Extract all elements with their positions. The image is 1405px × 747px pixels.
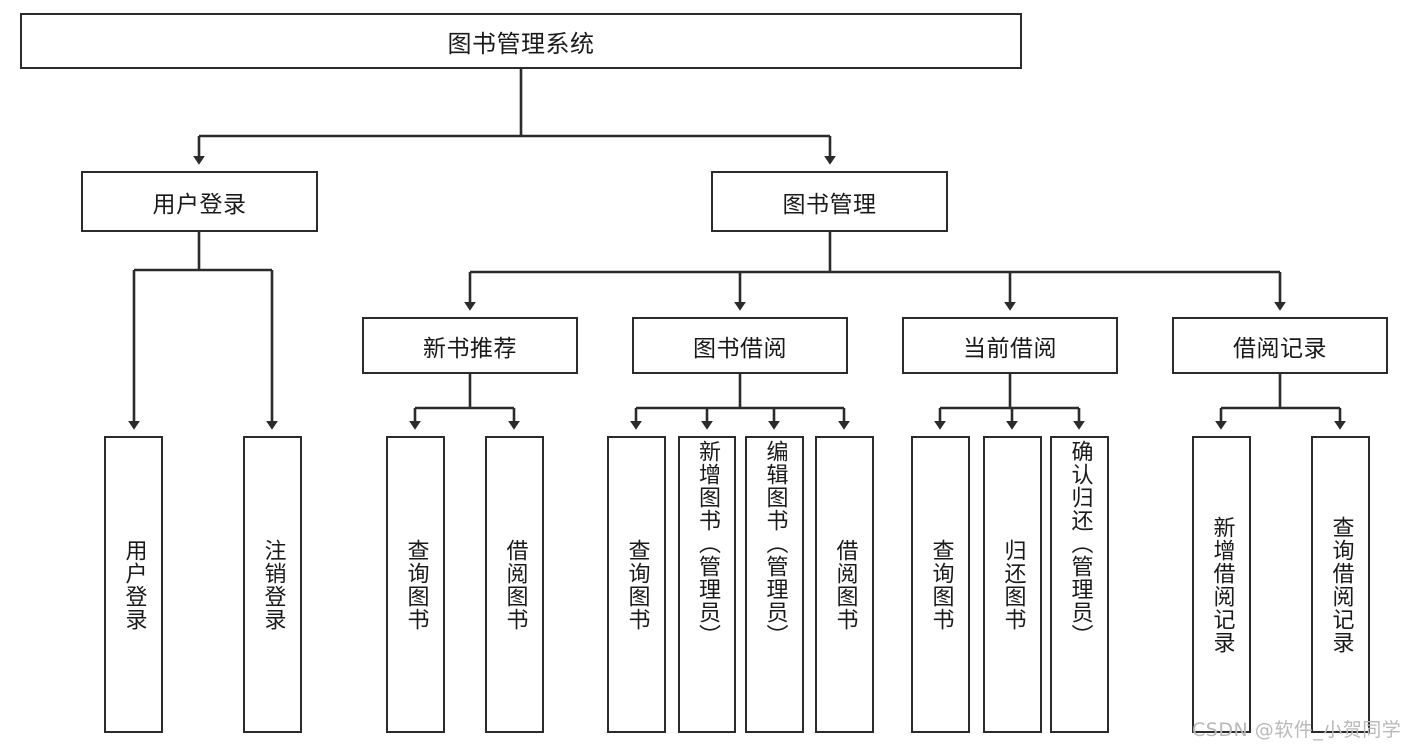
node-label: 新增借阅记录 — [1209, 515, 1235, 654]
node-label: 图书借阅 — [693, 335, 787, 362]
node-leaf-confirm-return[interactable]: 确认归还（管理员） — [1050, 436, 1109, 733]
node-book-manage[interactable]: 图书管理 — [711, 171, 948, 232]
node-label: 查询图书 — [403, 538, 429, 631]
node-leaf-query-record[interactable]: 查询借阅记录 — [1311, 436, 1370, 733]
leaf-text-wrap: 查询图书 — [609, 438, 664, 731]
node-leaf-edit-book[interactable]: 编辑图书（管理员） — [745, 436, 804, 733]
node-label: 图书管理系统 — [447, 29, 595, 58]
node-leaf-logout[interactable]: 注销登录 — [243, 436, 302, 733]
node-label: 确认归还（管理员） — [1067, 440, 1093, 647]
node-label: 注销登录 — [260, 538, 286, 631]
node-book-borrow[interactable]: 图书借阅 — [632, 317, 848, 374]
leaf-text-wrap: 借阅图书 — [487, 438, 542, 731]
leaf-text-wrap: 新增图书（管理员） — [680, 438, 734, 733]
node-label: 借阅图书 — [502, 538, 528, 631]
node-leaf-borrow-book-2[interactable]: 借阅图书 — [815, 436, 874, 733]
node-leaf-add-record[interactable]: 新增借阅记录 — [1192, 436, 1251, 733]
leaf-text-wrap: 注销登录 — [245, 438, 300, 731]
node-leaf-query-book-3[interactable]: 查询图书 — [911, 436, 970, 733]
leaf-text-wrap: 编辑图书（管理员） — [747, 438, 802, 733]
node-label: 查询图书 — [928, 538, 954, 631]
node-leaf-add-book[interactable]: 新增图书（管理员） — [678, 436, 736, 733]
leaf-text-wrap: 查询图书 — [388, 438, 443, 731]
leaf-text-wrap: 借阅图书 — [817, 438, 872, 731]
node-label: 查询借阅记录 — [1328, 515, 1354, 654]
node-label: 归还图书 — [1000, 538, 1026, 631]
node-user-login[interactable]: 用户登录 — [81, 171, 318, 232]
node-label: 用户登录 — [152, 191, 247, 218]
node-root[interactable]: 图书管理系统 — [20, 13, 1022, 69]
node-label: 编辑图书（管理员） — [762, 440, 788, 647]
node-label: 查询图书 — [624, 538, 650, 631]
node-label: 当前借阅 — [963, 335, 1057, 362]
node-leaf-user-login[interactable]: 用户登录 — [104, 436, 163, 733]
leaf-text-wrap: 归还图书 — [985, 438, 1040, 731]
node-current-borrow[interactable]: 当前借阅 — [902, 317, 1118, 374]
node-leaf-query-book-1[interactable]: 查询图书 — [386, 436, 445, 733]
node-label: 用户登录 — [121, 538, 147, 631]
node-leaf-query-book-2[interactable]: 查询图书 — [607, 436, 666, 733]
csdn-watermark: CSDN @软件_小贺同学 — [1192, 719, 1402, 741]
leaf-text-wrap: 用户登录 — [106, 438, 161, 731]
node-leaf-borrow-book-1[interactable]: 借阅图书 — [485, 436, 544, 733]
node-label: 新增图书（管理员） — [694, 440, 720, 647]
node-label: 图书管理 — [782, 191, 877, 218]
node-label: 借阅记录 — [1233, 335, 1327, 362]
leaf-text-wrap: 新增借阅记录 — [1194, 438, 1249, 731]
node-borrow-record[interactable]: 借阅记录 — [1172, 317, 1388, 374]
node-label: 新书推荐 — [423, 335, 517, 362]
node-leaf-return-book[interactable]: 归还图书 — [983, 436, 1042, 733]
leaf-text-wrap: 查询借阅记录 — [1313, 438, 1368, 731]
leaf-text-wrap: 确认归还（管理员） — [1052, 438, 1107, 733]
leaf-text-wrap: 查询图书 — [913, 438, 968, 731]
node-label: 借阅图书 — [832, 538, 858, 631]
node-new-book-recommend[interactable]: 新书推荐 — [362, 317, 578, 374]
